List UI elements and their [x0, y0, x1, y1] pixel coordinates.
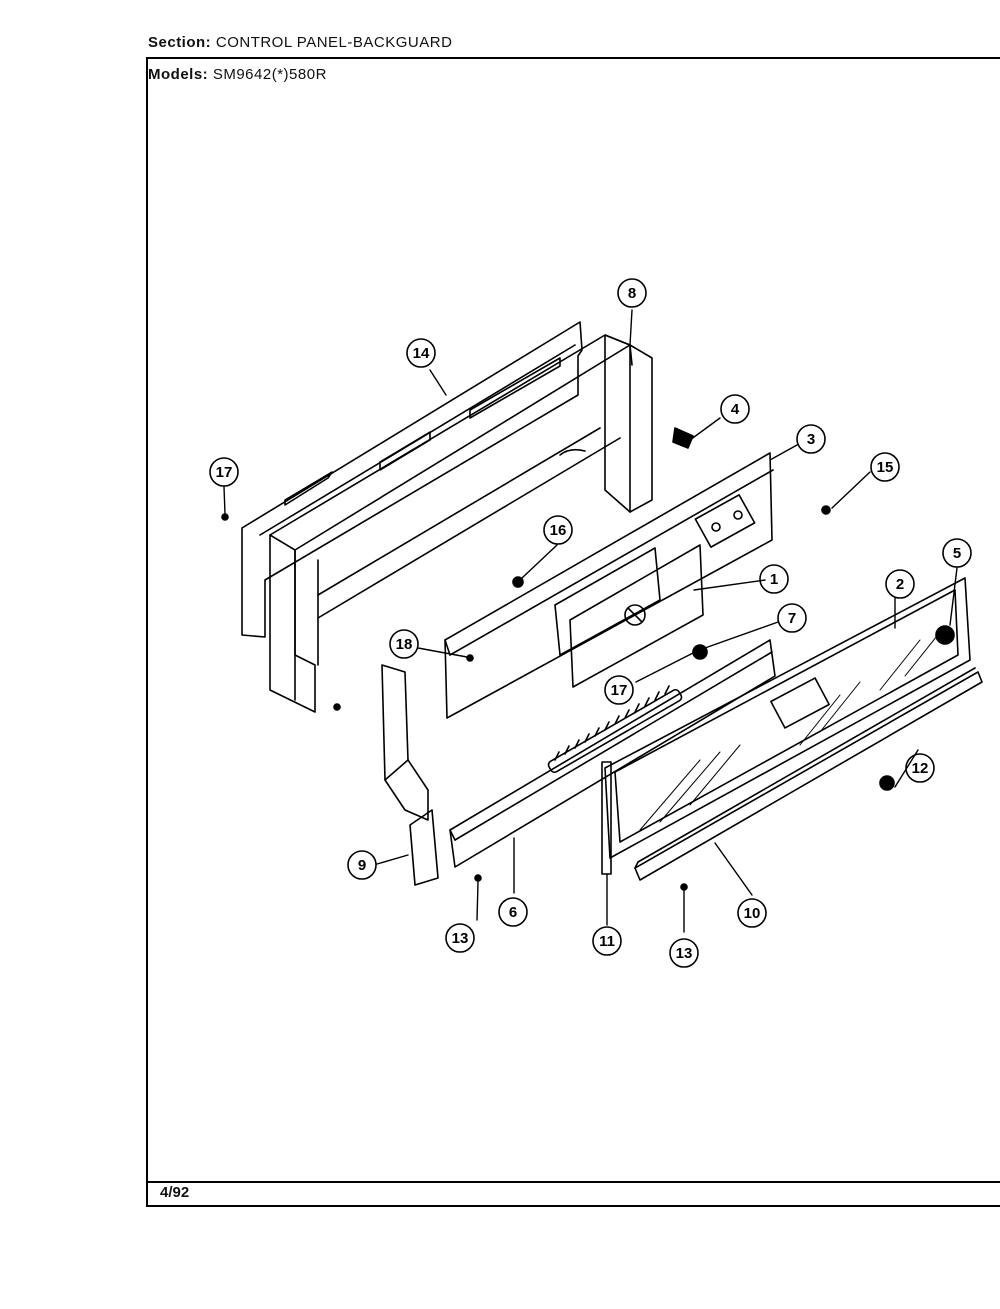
svg-text:2: 2 — [896, 576, 904, 593]
svg-text:13: 13 — [452, 930, 469, 947]
screw-17a — [221, 513, 229, 521]
screw-15 — [821, 505, 831, 515]
nut-16 — [512, 576, 524, 588]
svg-text:15: 15 — [877, 459, 894, 476]
leader-lines — [223, 309, 958, 933]
callout-10: 10 — [737, 898, 767, 928]
svg-text:17: 17 — [611, 682, 628, 699]
footer-date: 4/92 — [160, 1184, 190, 1201]
callout-13a: 13 — [445, 923, 475, 953]
knob-7 — [692, 644, 708, 660]
part-glass-panel — [604, 577, 971, 859]
section-line: Section: CONTROL PANEL-BACKGUARD — [148, 34, 452, 51]
callout-5: 5 — [942, 538, 972, 568]
svg-text:3: 3 — [807, 431, 815, 448]
callout-8: 8 — [617, 278, 647, 308]
callout-1: 1 — [759, 564, 789, 594]
callout-6: 6 — [498, 897, 528, 927]
svg-text:1: 1 — [770, 571, 778, 588]
callout-4: 4 — [720, 394, 750, 424]
callout-3: 3 — [796, 424, 826, 454]
svg-text:4: 4 — [731, 401, 740, 418]
svg-text:12: 12 — [912, 760, 929, 777]
svg-text:9: 9 — [358, 857, 366, 874]
svg-text:18: 18 — [396, 636, 413, 653]
page-frame — [146, 57, 1000, 1207]
screw-13a — [474, 874, 482, 882]
callout-18: 18 — [389, 629, 419, 659]
part-trim — [634, 667, 983, 881]
screw-13b — [680, 883, 688, 891]
svg-text:14: 14 — [413, 345, 430, 362]
callout-13b: 13 — [669, 938, 699, 968]
hardware — [221, 427, 955, 891]
callout-2: 2 — [885, 569, 915, 599]
part-clock — [554, 544, 704, 688]
svg-text:8: 8 — [628, 285, 636, 302]
callout-9: 9 — [347, 850, 377, 880]
part-control-panel — [444, 452, 774, 719]
part-vent-panel — [449, 639, 776, 868]
footer-rule — [146, 1181, 1000, 1183]
svg-text:11: 11 — [599, 933, 615, 950]
callout-7: 7 — [777, 603, 807, 633]
screw-18 — [466, 654, 474, 662]
svg-text:7: 7 — [788, 610, 796, 627]
screw-17b — [333, 703, 341, 711]
svg-text:13: 13 — [676, 945, 693, 962]
callout-14: 14 — [406, 338, 436, 368]
svg-text:17: 17 — [216, 464, 233, 481]
knob-4 — [672, 427, 694, 449]
knob-5 — [935, 625, 955, 645]
svg-text:5: 5 — [953, 545, 961, 562]
section-label: Section: — [148, 34, 212, 51]
models-value: SM9642(*)580R — [212, 66, 327, 83]
models-label: Models: — [148, 66, 209, 83]
callout-17a: 17 — [209, 457, 239, 487]
callout-11: 11 — [592, 926, 622, 956]
glass-hatching — [639, 625, 946, 831]
svg-text:10: 10 — [744, 905, 761, 922]
part-backguard-box — [269, 334, 653, 713]
callout-15: 15 — [870, 452, 900, 482]
knob-12 — [879, 775, 895, 791]
models-line: Models: SM9642(*)580R — [148, 66, 327, 83]
callout-12: 12 — [905, 753, 935, 783]
section-value: CONTROL PANEL-BACKGUARD — [215, 34, 453, 51]
callout-17b: 17 — [604, 675, 634, 705]
svg-text:6: 6 — [509, 904, 517, 921]
vent-slots — [547, 685, 683, 774]
callouts: 1 2 3 4 5 6 7 8 9 10 11 12 13 13 14 15 1… — [209, 278, 972, 968]
callout-16: 16 — [543, 515, 573, 545]
svg-text:16: 16 — [550, 522, 567, 539]
part-side-bracket — [381, 664, 439, 886]
